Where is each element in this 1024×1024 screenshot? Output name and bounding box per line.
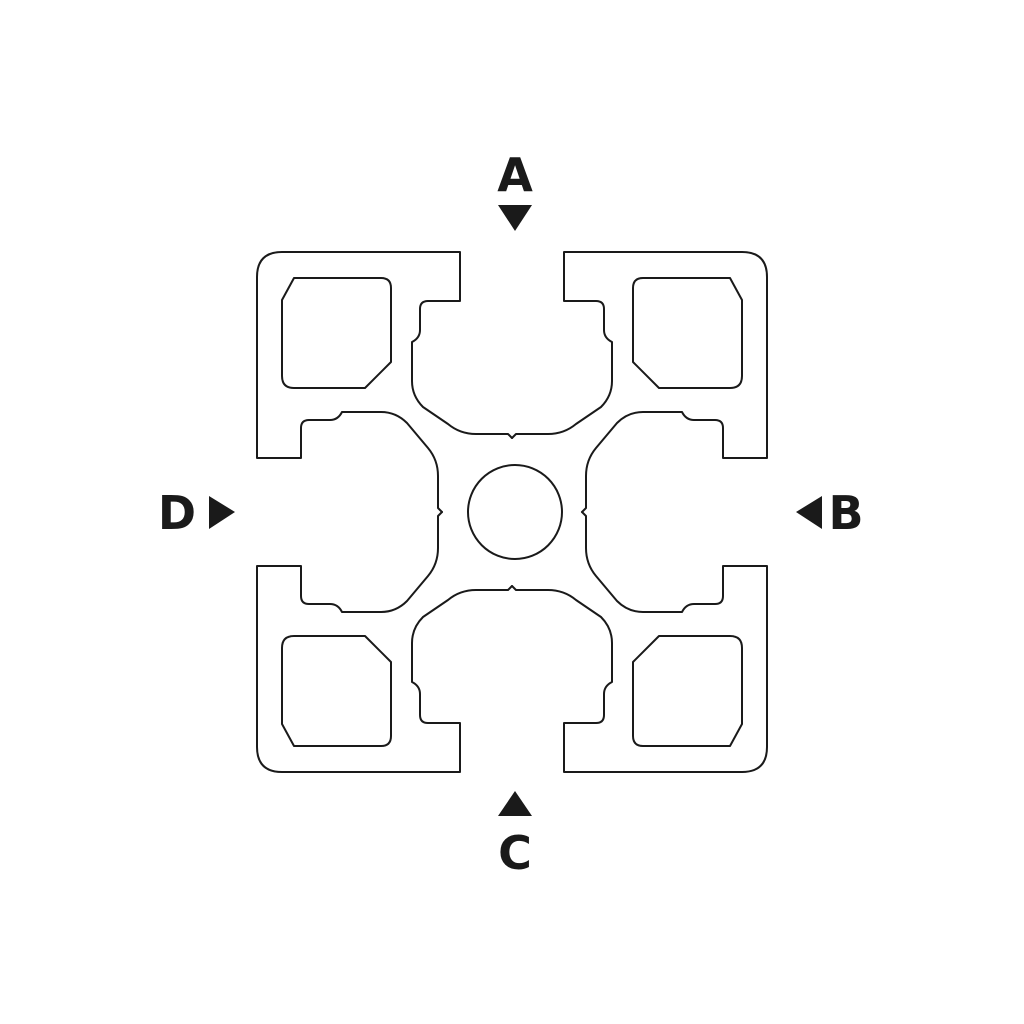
side-marker-b: B	[796, 486, 864, 540]
quadrant-bottom-left	[256, 511, 513, 773]
quadrant-bottom-right	[511, 511, 768, 773]
arrow-up-icon	[498, 791, 532, 816]
quadrant-top-left	[256, 251, 513, 513]
arrow-right-icon	[209, 496, 235, 529]
side-marker-d: D	[158, 486, 235, 540]
arrow-down-icon	[498, 205, 532, 231]
side-marker-a: A	[497, 148, 533, 231]
center-bore	[467, 464, 563, 560]
side-label-a: A	[497, 148, 533, 202]
side-label-c: C	[498, 826, 532, 880]
side-label-b: B	[828, 486, 863, 540]
side-label-d: D	[158, 486, 196, 540]
profile-cross-section	[256, 251, 768, 773]
side-marker-c: C	[498, 791, 532, 880]
quadrant-top-right	[511, 251, 768, 513]
arrow-left-icon	[796, 496, 822, 529]
